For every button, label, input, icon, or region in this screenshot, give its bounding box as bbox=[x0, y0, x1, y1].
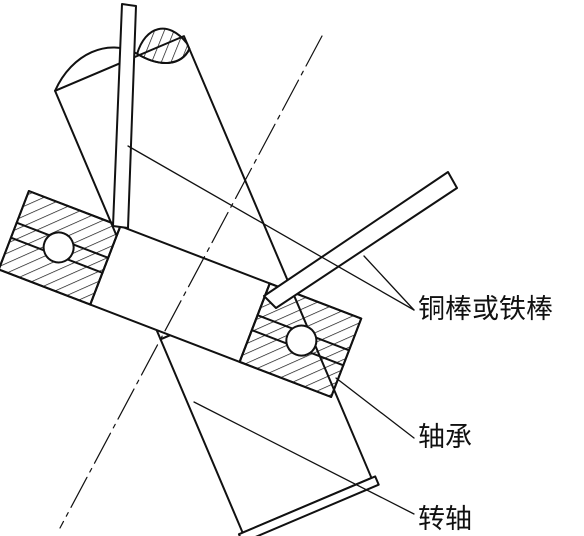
bearing bbox=[0, 190, 363, 398]
ball-right bbox=[285, 324, 318, 357]
ball-left bbox=[42, 231, 75, 264]
shaft-centerline bbox=[59, 35, 323, 529]
leader-bearing bbox=[335, 377, 415, 439]
bearing-right-section bbox=[238, 282, 363, 398]
shaft-section-hatch bbox=[136, 27, 191, 64]
rod-right bbox=[263, 171, 458, 309]
leader-lines bbox=[127, 145, 415, 515]
bearing-left-section bbox=[0, 190, 122, 306]
label-rod: 铜棒或铁棒 bbox=[418, 294, 553, 325]
label-bearing: 轴承 bbox=[418, 422, 472, 453]
label-shaft: 转轴 bbox=[418, 504, 472, 535]
leader-rod-2 bbox=[363, 255, 415, 311]
rod-left bbox=[112, 3, 137, 229]
leader-rod-1 bbox=[127, 145, 415, 311]
leader-shaft bbox=[193, 401, 415, 515]
shaft-end-face bbox=[237, 475, 380, 536]
